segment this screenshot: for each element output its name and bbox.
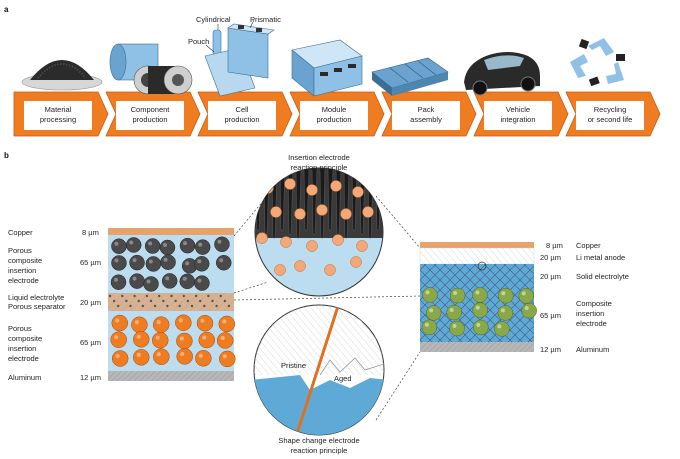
- process-step-label-box: [116, 101, 184, 130]
- module-illustration: [291, 39, 363, 97]
- liquid-cell-stack: [108, 228, 236, 381]
- electrode-roll-illustration: [109, 43, 193, 95]
- process-step-label: production: [224, 115, 259, 124]
- insertion-title-2: reaction principle: [291, 163, 348, 172]
- recycling-icon: [570, 38, 625, 87]
- process-step-label-box: [208, 101, 276, 130]
- process-step-label-box: [24, 101, 92, 130]
- process-step-label: Module: [322, 105, 347, 114]
- left-separator-label-2: Porous separator: [8, 302, 66, 311]
- left-anode-label-4: electrode: [8, 276, 39, 285]
- left-cathode-label-4: electrode: [8, 354, 39, 363]
- insertion-title-1: Insertion electrode: [288, 153, 350, 162]
- prismatic-label: Prismatic: [250, 15, 281, 24]
- left-anode-thickness: 65 µm: [80, 258, 101, 267]
- right-li-thickness: 20 µm: [540, 253, 561, 262]
- process-step-label: Material: [45, 105, 72, 114]
- left-aluminum-thickness: 12 µm: [80, 373, 101, 382]
- shape-change-principle-circle: [253, 304, 385, 436]
- panel-a-label: a: [4, 5, 9, 14]
- left-anode-label-2: composite: [8, 256, 42, 265]
- process-step-label: or second life: [588, 115, 633, 124]
- process-step-label: Pack: [418, 105, 435, 114]
- right-composite-label-2: insertion: [576, 309, 604, 318]
- process-step-label-box: [484, 101, 552, 130]
- process-step-label: Recycling: [594, 105, 627, 114]
- cell-types-illustration: [204, 19, 275, 97]
- copper-layer-right: [420, 242, 534, 248]
- process-step-label: production: [316, 115, 351, 124]
- right-aluminum-label: Aluminum: [576, 345, 609, 354]
- cylindrical-label: Cylindrical: [196, 15, 231, 24]
- copper-layer-left: [108, 228, 234, 235]
- process-step-label-box: [300, 101, 368, 130]
- right-composite-thickness: 65 µm: [540, 311, 561, 320]
- right-aluminum-thickness: 12 µm: [540, 345, 561, 354]
- left-anode-label-3: insertion: [8, 266, 36, 275]
- left-cathode-label-1: Porous: [8, 324, 32, 333]
- left-separator-thickness: 20 µm: [80, 298, 101, 307]
- aged-label: Aged: [334, 374, 352, 383]
- process-step-label: assembly: [410, 115, 442, 124]
- left-cathode-thickness: 65 µm: [80, 338, 101, 347]
- process-step-label: production: [132, 115, 167, 124]
- pouch-label: Pouch: [188, 37, 209, 46]
- process-step-label: Vehicle: [506, 105, 530, 114]
- process-chevron-band: [13, 91, 661, 137]
- shape-change-title-2: reaction principle: [291, 446, 348, 455]
- right-li-label: Li metal anode: [576, 253, 625, 262]
- shape-change-title-1: Shape change electrode: [278, 436, 359, 445]
- left-cathode-label-3: insertion: [8, 344, 36, 353]
- insertion-principle-circle: [254, 167, 384, 297]
- pristine-label: Pristine: [281, 361, 306, 370]
- vehicle-illustration: [464, 52, 540, 96]
- left-anode-label-1: Porous: [8, 246, 32, 255]
- process-step-label: Component: [131, 105, 171, 114]
- process-step-label-box: [392, 101, 460, 130]
- process-step-label: processing: [40, 115, 76, 124]
- pack-illustration: [371, 57, 449, 96]
- right-copper-label: Copper: [576, 241, 601, 250]
- left-cathode-label-2: composite: [8, 334, 42, 343]
- material-pile-illustration: [21, 60, 103, 91]
- left-separator-label-1: Liquid electrolyte: [8, 293, 64, 302]
- solid-state-cell-stack: [419, 242, 537, 352]
- process-step-label: integration: [500, 115, 535, 124]
- left-aluminum-label: Aluminum: [8, 373, 41, 382]
- right-copper-thickness: 8 µm: [546, 241, 563, 250]
- right-composite-label-1: Composite: [576, 299, 612, 308]
- process-step-label-box: [576, 101, 644, 130]
- panel-b-label: b: [4, 151, 9, 160]
- left-copper-label: Copper: [8, 228, 33, 237]
- left-copper-thickness: 8 µm: [82, 228, 99, 237]
- process-step-label: Cell: [236, 105, 249, 114]
- right-solid-thickness: 20 µm: [540, 272, 561, 281]
- right-composite-label-3: electrode: [576, 319, 607, 328]
- right-solid-label: Solid electrolyte: [576, 272, 629, 281]
